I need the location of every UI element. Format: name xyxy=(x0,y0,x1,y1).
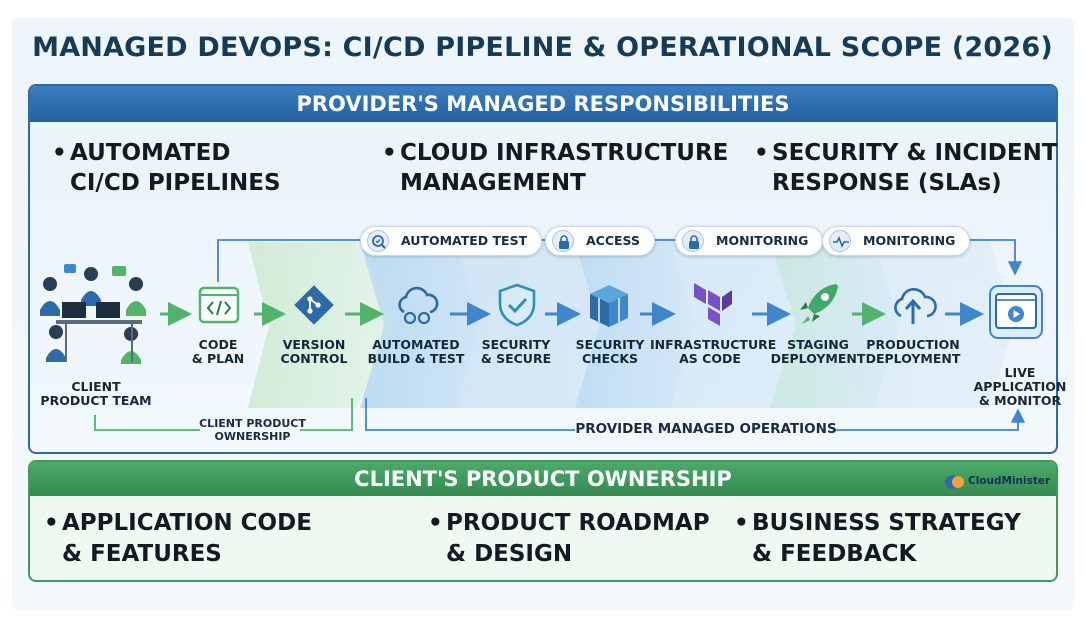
cube-icon xyxy=(586,282,632,334)
client-team-label: CLIENT PRODUCT TEAM xyxy=(40,379,152,408)
client-item-app-code: • APPLICATION CODE & FEATURES xyxy=(44,510,312,567)
shield-icon xyxy=(496,282,538,332)
git-icon xyxy=(292,283,336,331)
step-label-infrastructure-code: INFRASTRUCTURE AS CODE xyxy=(650,337,777,366)
bullet-icon: • xyxy=(382,140,397,166)
step-label-security-secure: SECURITY & SECURE xyxy=(480,337,552,366)
pill-monitoring: MONITORING xyxy=(675,226,824,256)
team-icon xyxy=(36,262,158,378)
bullet-icon: • xyxy=(44,510,59,536)
rocket-icon xyxy=(796,280,842,332)
provider-header: PROVIDER'S MANAGED RESPONSIBILITIES xyxy=(30,86,1056,122)
client-item-strategy: • BUSINESS STRATEGY & FEEDBACK xyxy=(734,510,1021,567)
provider-item-cicd: • AUTOMATED CI/CD PIPELINES xyxy=(52,140,281,196)
lock-icon xyxy=(552,230,574,252)
live-app-label: LIVE APPLICATION & MONITOR xyxy=(973,365,1067,408)
step-label-production-deployment: PRODUCTION DEPLOYMENT xyxy=(865,337,961,366)
bullet-icon: • xyxy=(428,510,443,536)
pill-monitoring-pulse: MONITORING xyxy=(822,226,971,256)
cloud-gear-icon xyxy=(392,282,442,332)
cloudminister-logo-icon xyxy=(944,472,966,498)
search-check-icon xyxy=(367,230,389,252)
cloudminister-logo: CloudMinister xyxy=(944,470,1050,492)
bullet-icon: • xyxy=(734,510,749,536)
terraform-icon xyxy=(690,280,734,332)
provider-item-cloud: • CLOUD INFRASTRUCTURE MANAGEMENT xyxy=(382,140,729,196)
client-header: CLIENT'S PRODUCT OWNERSHIP xyxy=(30,462,1056,496)
lock-icon xyxy=(682,230,704,252)
step-label-security-checks: SECURITY CHECKS xyxy=(575,337,645,366)
client-item-roadmap: • PRODUCT ROADMAP & DESIGN xyxy=(428,510,710,567)
client-ownership-bracket-label: CLIENT PRODUCT OWNERSHIP xyxy=(199,417,306,443)
code-icon xyxy=(198,284,240,330)
bullet-icon: • xyxy=(52,140,67,166)
step-label-version-control: VERSION CONTROL xyxy=(280,337,348,366)
monitor-play-icon xyxy=(988,284,1044,344)
pulse-icon xyxy=(829,230,851,252)
step-label-code-plan: CODE & PLAN xyxy=(191,337,245,366)
provider-operations-bracket-label: PROVIDER MANAGED OPERATIONS xyxy=(575,421,837,437)
step-label-build-test: AUTOMATED BUILD & TEST xyxy=(367,337,465,366)
page-title: MANAGED DEVOPS: CI/CD PIPELINE & OPERATI… xyxy=(32,32,1053,63)
cloud-upload-icon xyxy=(888,282,938,332)
pill-automated-test: AUTOMATED TEST xyxy=(360,226,543,256)
step-label-staging-deployment: STAGING DEPLOYMENT xyxy=(770,337,866,366)
provider-item-security: • SECURITY & INCIDENT RESPONSE (SLAs) xyxy=(754,140,1058,196)
pill-access: ACCESS xyxy=(545,226,656,256)
bullet-icon: • xyxy=(754,140,769,166)
